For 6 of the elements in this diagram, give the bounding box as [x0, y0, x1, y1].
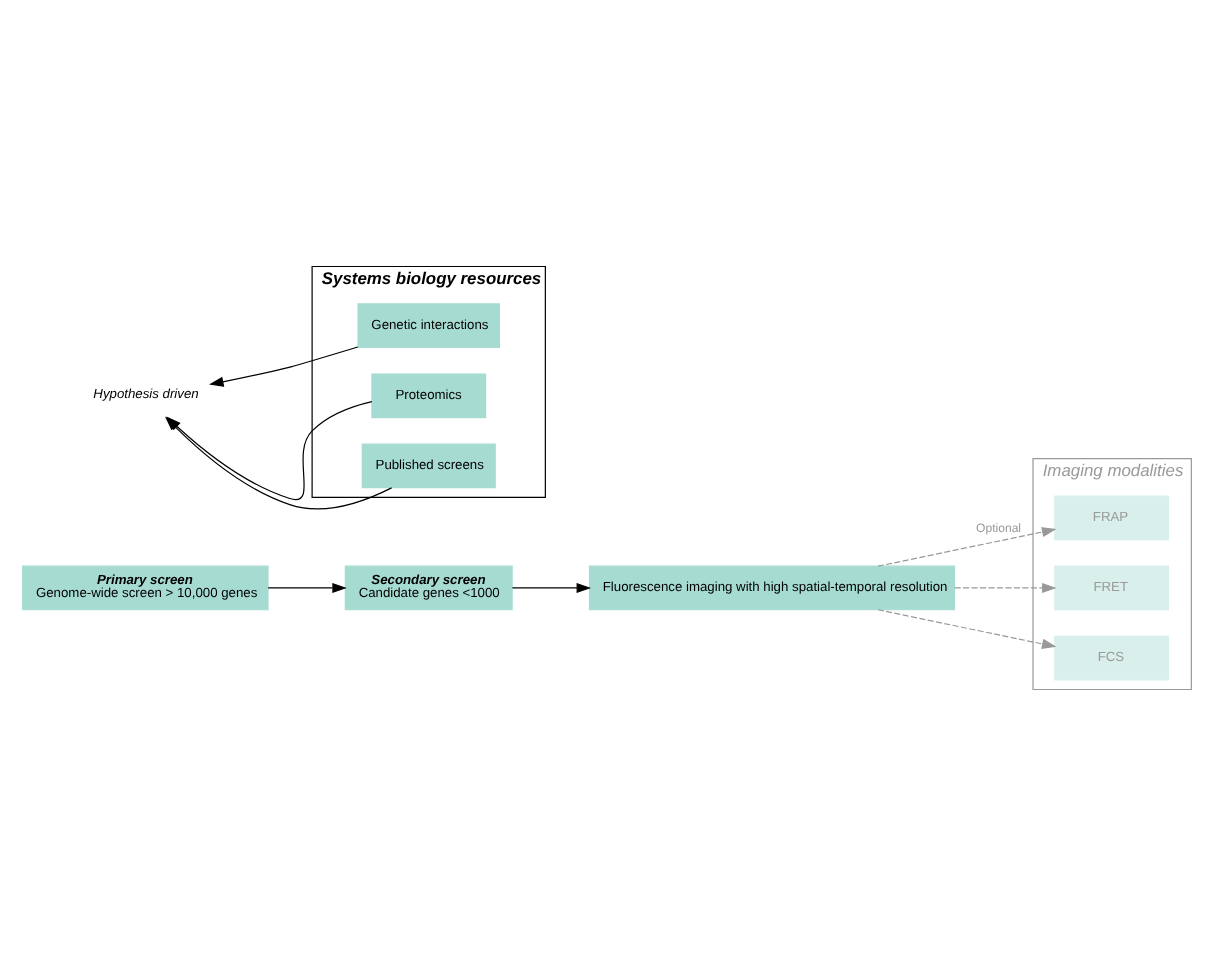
arrow: [877, 527, 1057, 567]
arrow: [209, 346, 359, 387]
arrow: [954, 582, 1057, 594]
arrow: [877, 609, 1057, 649]
arrow: [267, 582, 347, 594]
arrow: [511, 582, 592, 594]
